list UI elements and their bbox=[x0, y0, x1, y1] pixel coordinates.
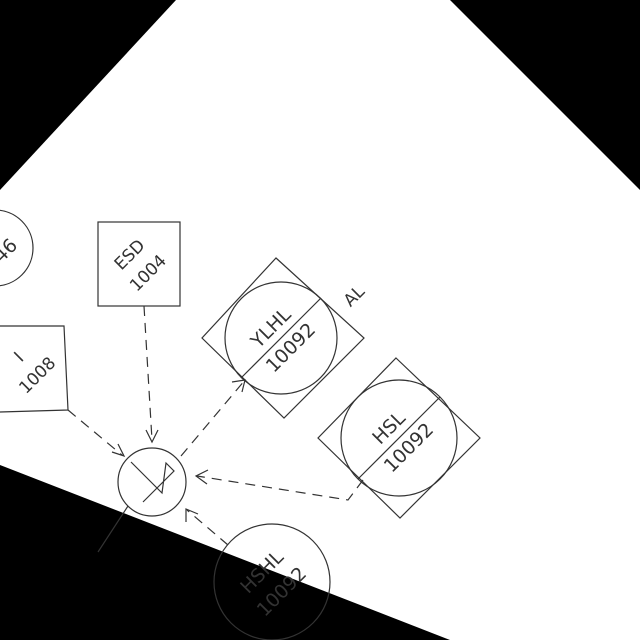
central-symbol-circle bbox=[117, 447, 187, 517]
signal-arrow-ylhl bbox=[231, 379, 246, 393]
central-symbol bbox=[97, 447, 187, 553]
signal-arrow-hsl bbox=[194, 469, 209, 485]
signal-line-i bbox=[67, 409, 123, 456]
node-partial-circle-outline bbox=[0, 209, 34, 287]
signal-arrow-hshl bbox=[185, 508, 199, 522]
central-symbol-outlet-line bbox=[97, 505, 129, 553]
signal-lines bbox=[67, 305, 364, 546]
signal-arrow-esd bbox=[145, 429, 159, 444]
node-hsl-divider bbox=[357, 396, 441, 480]
node-ylhl-square bbox=[201, 257, 365, 419]
node-hsl-circle bbox=[340, 379, 458, 497]
signal-line-hshl bbox=[186, 509, 229, 546]
central-symbol-zigzag bbox=[130, 461, 175, 503]
signal-line-hsl bbox=[196, 475, 364, 501]
signal-arrow-i bbox=[111, 443, 126, 458]
node-hsl-square bbox=[317, 357, 481, 519]
node-hshl-circle bbox=[213, 523, 331, 640]
node-esd-outline bbox=[97, 221, 181, 307]
signal-line-esd bbox=[143, 305, 153, 441]
node-ylhl-divider bbox=[240, 297, 322, 379]
node-ylhl-circle bbox=[224, 281, 338, 395]
node-i-outline bbox=[0, 325, 69, 413]
